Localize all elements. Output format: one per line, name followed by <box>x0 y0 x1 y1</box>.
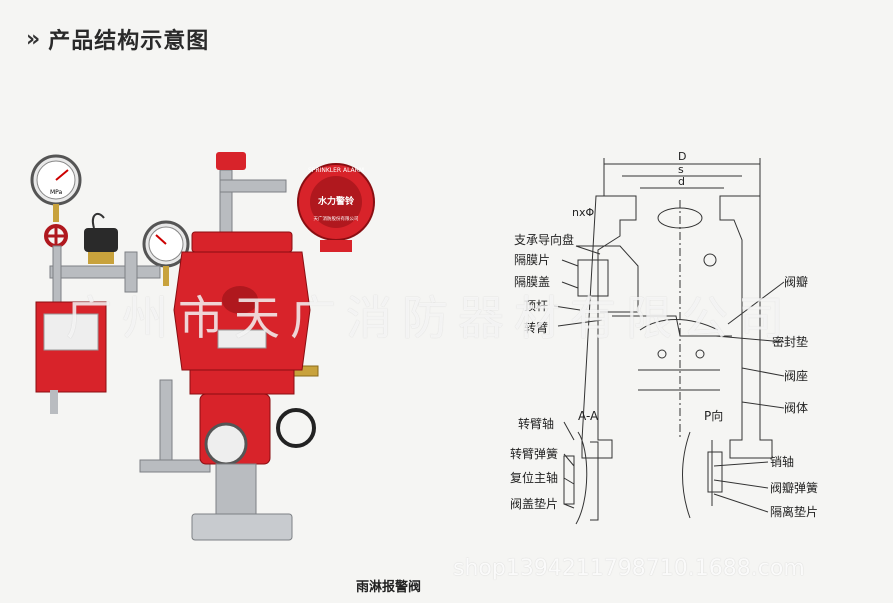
label-clapper: 阀瓣 <box>784 275 808 289</box>
gauge-unit-label: MPa <box>50 189 63 196</box>
label-valve-seat: 阀座 <box>784 368 808 383</box>
label-valve-body: 阀体 <box>784 401 808 415</box>
label-seal-gasket: 密封垫 <box>772 334 808 349</box>
label-reset-shaft: 复位主轴 <box>510 470 558 485</box>
pressure-gauge-left: MPa <box>30 154 82 222</box>
valve-product-photo: MPa <box>30 152 375 541</box>
deluge-valve-body <box>173 231 311 395</box>
water-motor-alarm-bell: 水力警铃 SPRINKLER ALARM 天广消防股份有限公司 <box>297 163 375 252</box>
alarm-bell-title: 水力警铃 <box>318 195 355 207</box>
dim-D-label: D <box>678 150 686 163</box>
label-cover-gasket: 阀盖垫片 <box>510 496 558 511</box>
label-clapper-spring: 阀瓣弹簧 <box>770 480 818 495</box>
label-pin-shaft: 销轴 <box>770 454 794 469</box>
handwheel-valve-icon <box>44 224 68 248</box>
valve-structure-diagram: D s d nxΦ 支承导向盘 隔膜片 隔膜盖 顶杆 转臂 阀瓣 密封垫 阀座 … <box>510 150 818 525</box>
section-A-A-label: A-A <box>578 409 599 423</box>
product-caption: 雨淋报警阀 <box>356 580 422 595</box>
label-rotating-arm: 转臂 <box>524 320 548 335</box>
view-P-label: P向 <box>704 408 723 423</box>
label-diaphragm: 隔膜片 <box>514 253 550 267</box>
company-watermark: 广州市天广消防器材有限公司 <box>66 291 794 345</box>
section-title: 产品结构示意图 <box>48 29 210 54</box>
label-spacer-gasket: 隔离垫片 <box>770 504 818 519</box>
dim-holes-label: nxΦ <box>572 206 594 219</box>
double-chevron-icon: » <box>26 26 40 52</box>
alarm-pressure-switch-box <box>35 301 107 414</box>
shop-url-watermark: shop1394211798710.1688.com <box>453 556 805 581</box>
alarm-bell-ring-text: SPRINKLER ALARM <box>308 167 364 174</box>
label-push-rod: 顶杆 <box>524 299 548 313</box>
top-solenoid-cap <box>216 152 246 170</box>
alarm-bell-maker: 天广消防股份有限公司 <box>314 215 359 222</box>
label-arm-shaft: 转臂轴 <box>518 416 554 431</box>
solenoid-valve <box>84 212 118 264</box>
pressure-gauge-right <box>142 220 190 286</box>
dim-s-label: s <box>678 163 684 176</box>
label-diaphragm-cover: 隔膜盖 <box>514 275 550 289</box>
label-guide-disc: 支承导向盘 <box>514 232 574 247</box>
section-heading: » 产品结构示意图 <box>26 22 209 56</box>
dim-d-label: d <box>678 175 685 188</box>
label-arm-spring: 转臂弹簧 <box>510 446 558 461</box>
bottom-flange <box>191 463 293 541</box>
lower-control-valve <box>199 393 316 466</box>
